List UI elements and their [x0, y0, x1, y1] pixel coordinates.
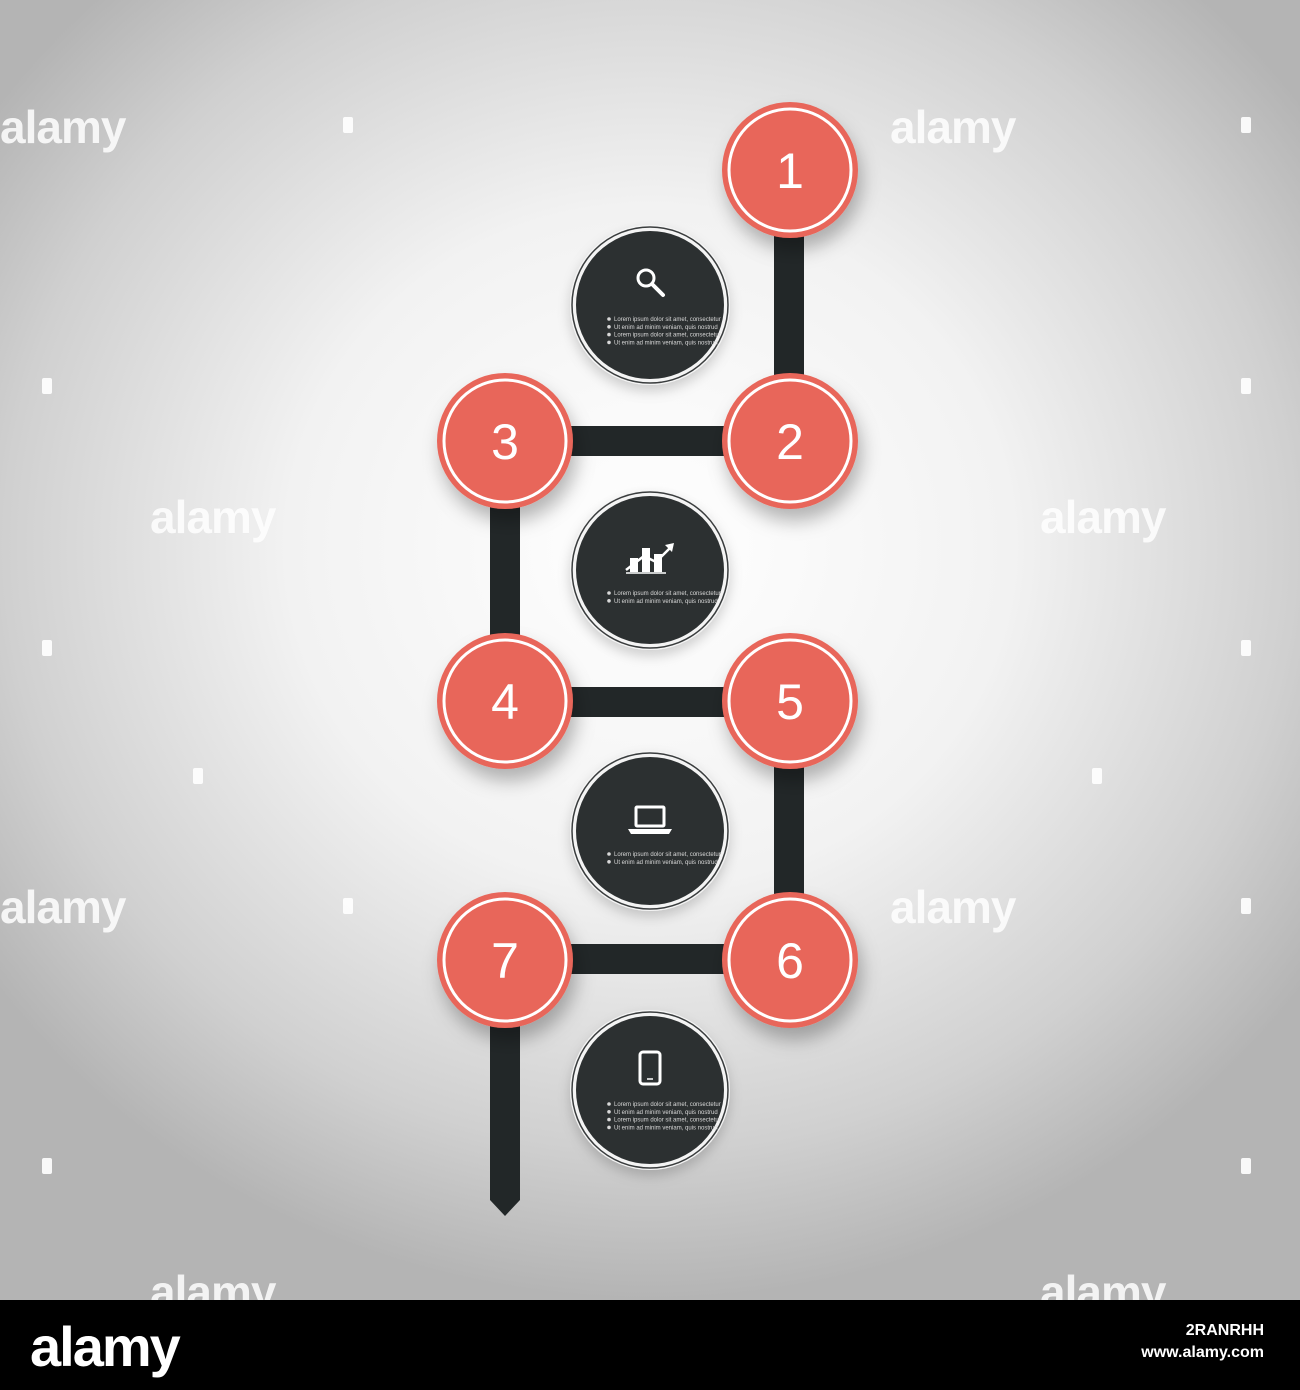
watermark-mark: [1241, 640, 1251, 656]
watermark-text: alamy: [150, 1266, 276, 1300]
step-number: 6: [776, 933, 804, 989]
step-7: 7: [437, 892, 573, 1028]
infographic-canvas: alamy alamy alamy alamy alamy alamy alam…: [0, 0, 1300, 1300]
watermark-mark: [1241, 1158, 1251, 1174]
step-5: 5: [722, 633, 858, 769]
step-circle-outer: [437, 633, 573, 769]
step-3: 3: [437, 373, 573, 509]
bullet-dot: [607, 860, 611, 864]
step-circle-outer: [437, 373, 573, 509]
bullet-dot: [607, 332, 611, 337]
bullet-dot: [607, 1117, 611, 1122]
info-panel-4: Lorem ipsum dolor sit amet, consecteturU…: [570, 1010, 730, 1170]
watermark-mark: [343, 117, 353, 133]
watermark-text: alamy: [0, 101, 126, 153]
watermark-mark: [1241, 378, 1251, 394]
bullet-dot: [607, 325, 611, 329]
info-line: Ut enim ad minim veniam, quis nostrud: [614, 325, 718, 331]
bullet-dot: [607, 852, 611, 856]
info-panel-3: Lorem ipsum dolor sit amet, consecteturU…: [570, 751, 730, 911]
step-circle-ring: [442, 378, 568, 504]
info-line: Lorem ipsum dolor sit amet, consectetur: [614, 1118, 721, 1124]
footer-image-info: 2RANRHH www.alamy.com: [1141, 1320, 1264, 1364]
info-panel-border: [571, 226, 729, 384]
watermark-mark: [343, 898, 353, 914]
step-4: 4: [437, 633, 573, 769]
watermark-text: alamy: [150, 491, 276, 543]
watermark-text: alamy: [1040, 1266, 1166, 1300]
info-panel-border: [571, 491, 729, 649]
step-circle-ring: [442, 638, 568, 764]
step-circle-outer: [437, 892, 573, 1028]
info-line: Lorem ipsum dolor sit amet, consectetur: [614, 333, 721, 339]
watermark-mark: [1241, 117, 1251, 133]
info-panel-1: Lorem ipsum dolor sit amet, consecteturU…: [570, 225, 730, 385]
bullet-dot: [607, 599, 611, 603]
search-icon: [636, 268, 665, 297]
growth-chart-icon: [625, 543, 674, 574]
watermark-mark: [42, 378, 52, 394]
watermark-text: alamy: [890, 101, 1016, 153]
image-id: 2RANRHH: [1185, 1322, 1264, 1339]
watermark-text: alamy: [0, 881, 126, 933]
step-circle-ring: [727, 897, 853, 1023]
info-line: Ut enim ad minim veniam, quis nostrud: [614, 1110, 718, 1116]
process-diagram: Lorem ipsum dolor sit amet, consecteturU…: [437, 102, 858, 1216]
step-circle-ring: [727, 638, 853, 764]
step-circle-ring: [727, 378, 853, 504]
bullet-dot: [607, 340, 611, 345]
watermark-mark: [42, 1158, 52, 1174]
step-number: 5: [776, 674, 804, 730]
info-panel-border: [571, 1011, 729, 1169]
step-number: 4: [491, 674, 519, 730]
watermark-mark: [1241, 898, 1251, 914]
watermark-mark: [42, 640, 52, 656]
info-panel-border: [571, 752, 729, 910]
info-line: Lorem ipsum dolor sit amet, consectetur: [614, 1102, 721, 1108]
step-number: 7: [491, 933, 519, 989]
footer-bar: alamy 2RANRHH www.alamy.com: [0, 1300, 1300, 1390]
watermark-mark: [1092, 768, 1102, 784]
watermark-text: alamy: [1040, 491, 1166, 543]
bullet-dot: [607, 1125, 611, 1130]
step-number: 1: [776, 143, 804, 199]
smartphone-icon: [638, 1050, 662, 1086]
step-1: 1: [722, 102, 858, 238]
footer-brand-logo: alamy: [30, 1315, 181, 1378]
info-line: Ut enim ad minim veniam, quis nostrud: [614, 1125, 718, 1131]
step-circle-ring: [442, 897, 568, 1023]
info-panel-circle: [576, 1016, 724, 1164]
bullet-dot: [607, 1110, 611, 1114]
info-line: Ut enim ad minim veniam, quis nostrud: [614, 599, 718, 605]
watermark-text: alamy: [890, 881, 1016, 933]
info-line: Lorem ipsum dolor sit amet, consectetur: [614, 591, 721, 597]
bullet-dot: [607, 591, 611, 595]
bullet-dot: [607, 317, 611, 321]
info-panel-circle: [576, 231, 724, 379]
info-line: Lorem ipsum dolor sit amet, consectetur: [614, 852, 721, 858]
site-url: www.alamy.com: [1141, 1344, 1264, 1361]
step-circle-outer: [722, 102, 858, 238]
step-circle-outer: [722, 373, 858, 509]
laptop-icon: [628, 805, 672, 834]
info-line: Lorem ipsum dolor sit amet, consectetur: [614, 317, 721, 323]
step-number: 3: [491, 414, 519, 470]
step-circle-outer: [722, 892, 858, 1028]
watermark-mark: [193, 768, 203, 784]
step-circle-ring: [727, 107, 853, 233]
step-circle-outer: [722, 633, 858, 769]
step-2: 2: [722, 373, 858, 509]
info-panel-2: Lorem ipsum dolor sit amet, consecteturU…: [570, 490, 730, 650]
step-number: 2: [776, 414, 804, 470]
info-line: Ut enim ad minim veniam, quis nostrud: [614, 860, 718, 866]
bullet-dot: [607, 1102, 611, 1106]
step-6: 6: [722, 892, 858, 1028]
info-line: Ut enim ad minim veniam, quis nostrud: [614, 340, 718, 346]
